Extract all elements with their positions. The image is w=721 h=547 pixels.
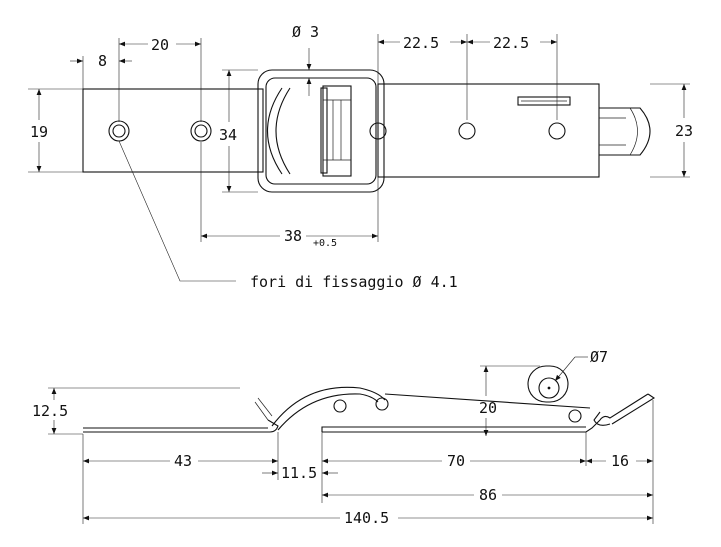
dim-22-5-right: 22.5 [493, 34, 529, 52]
roller [322, 85, 352, 177]
side-view: Ø7 12.5 20 43 11.5 70 16 [32, 348, 656, 527]
side-hook [322, 393, 649, 433]
pin-boss [527, 365, 569, 403]
dim-34: 34 [219, 126, 237, 144]
latch-frame-outer [257, 69, 385, 193]
hook-tip [599, 107, 651, 156]
hook-plate [377, 83, 600, 178]
dim-23: 23 [675, 122, 693, 140]
fixing-holes-note: fori di fissaggio Ø 4.1 [250, 273, 458, 291]
hook-hole [458, 122, 476, 140]
mounting-hole-inner [112, 124, 126, 138]
dim-dia-7: Ø7 [590, 348, 608, 366]
top-view: 8 20 Ø 3 22.5 22.5 19 34 [28, 23, 693, 291]
dim-70: 70 [447, 452, 465, 470]
dim-16: 16 [611, 452, 629, 470]
dim-20-side: 20 [479, 399, 497, 417]
hook-hole [369, 122, 387, 140]
mounting-hole-outer [108, 120, 130, 142]
dim-12-5: 12.5 [32, 402, 68, 420]
dim-43: 43 [174, 452, 192, 470]
dim-19: 19 [30, 123, 48, 141]
side-lever [271, 386, 386, 427]
dim-140-5: 140.5 [344, 509, 389, 527]
dim-20: 20 [151, 36, 169, 54]
dim-11-5: 11.5 [281, 464, 317, 482]
mounting-hole-inner [194, 124, 208, 138]
hook-hole [548, 122, 566, 140]
dim-38: 38 [284, 227, 302, 245]
dim-8: 8 [98, 52, 107, 70]
base-plate [82, 88, 264, 173]
hook-slot [517, 96, 571, 106]
latch-frame-inner [265, 77, 377, 185]
mounting-hole-outer [190, 120, 212, 142]
dim-22-5-left: 22.5 [403, 34, 439, 52]
dim-dia-3: Ø 3 [292, 23, 319, 41]
dim-86: 86 [479, 486, 497, 504]
dim-38-tolerance: +0.5 [313, 238, 337, 249]
lever-curve [266, 87, 283, 175]
side-base [83, 419, 279, 433]
